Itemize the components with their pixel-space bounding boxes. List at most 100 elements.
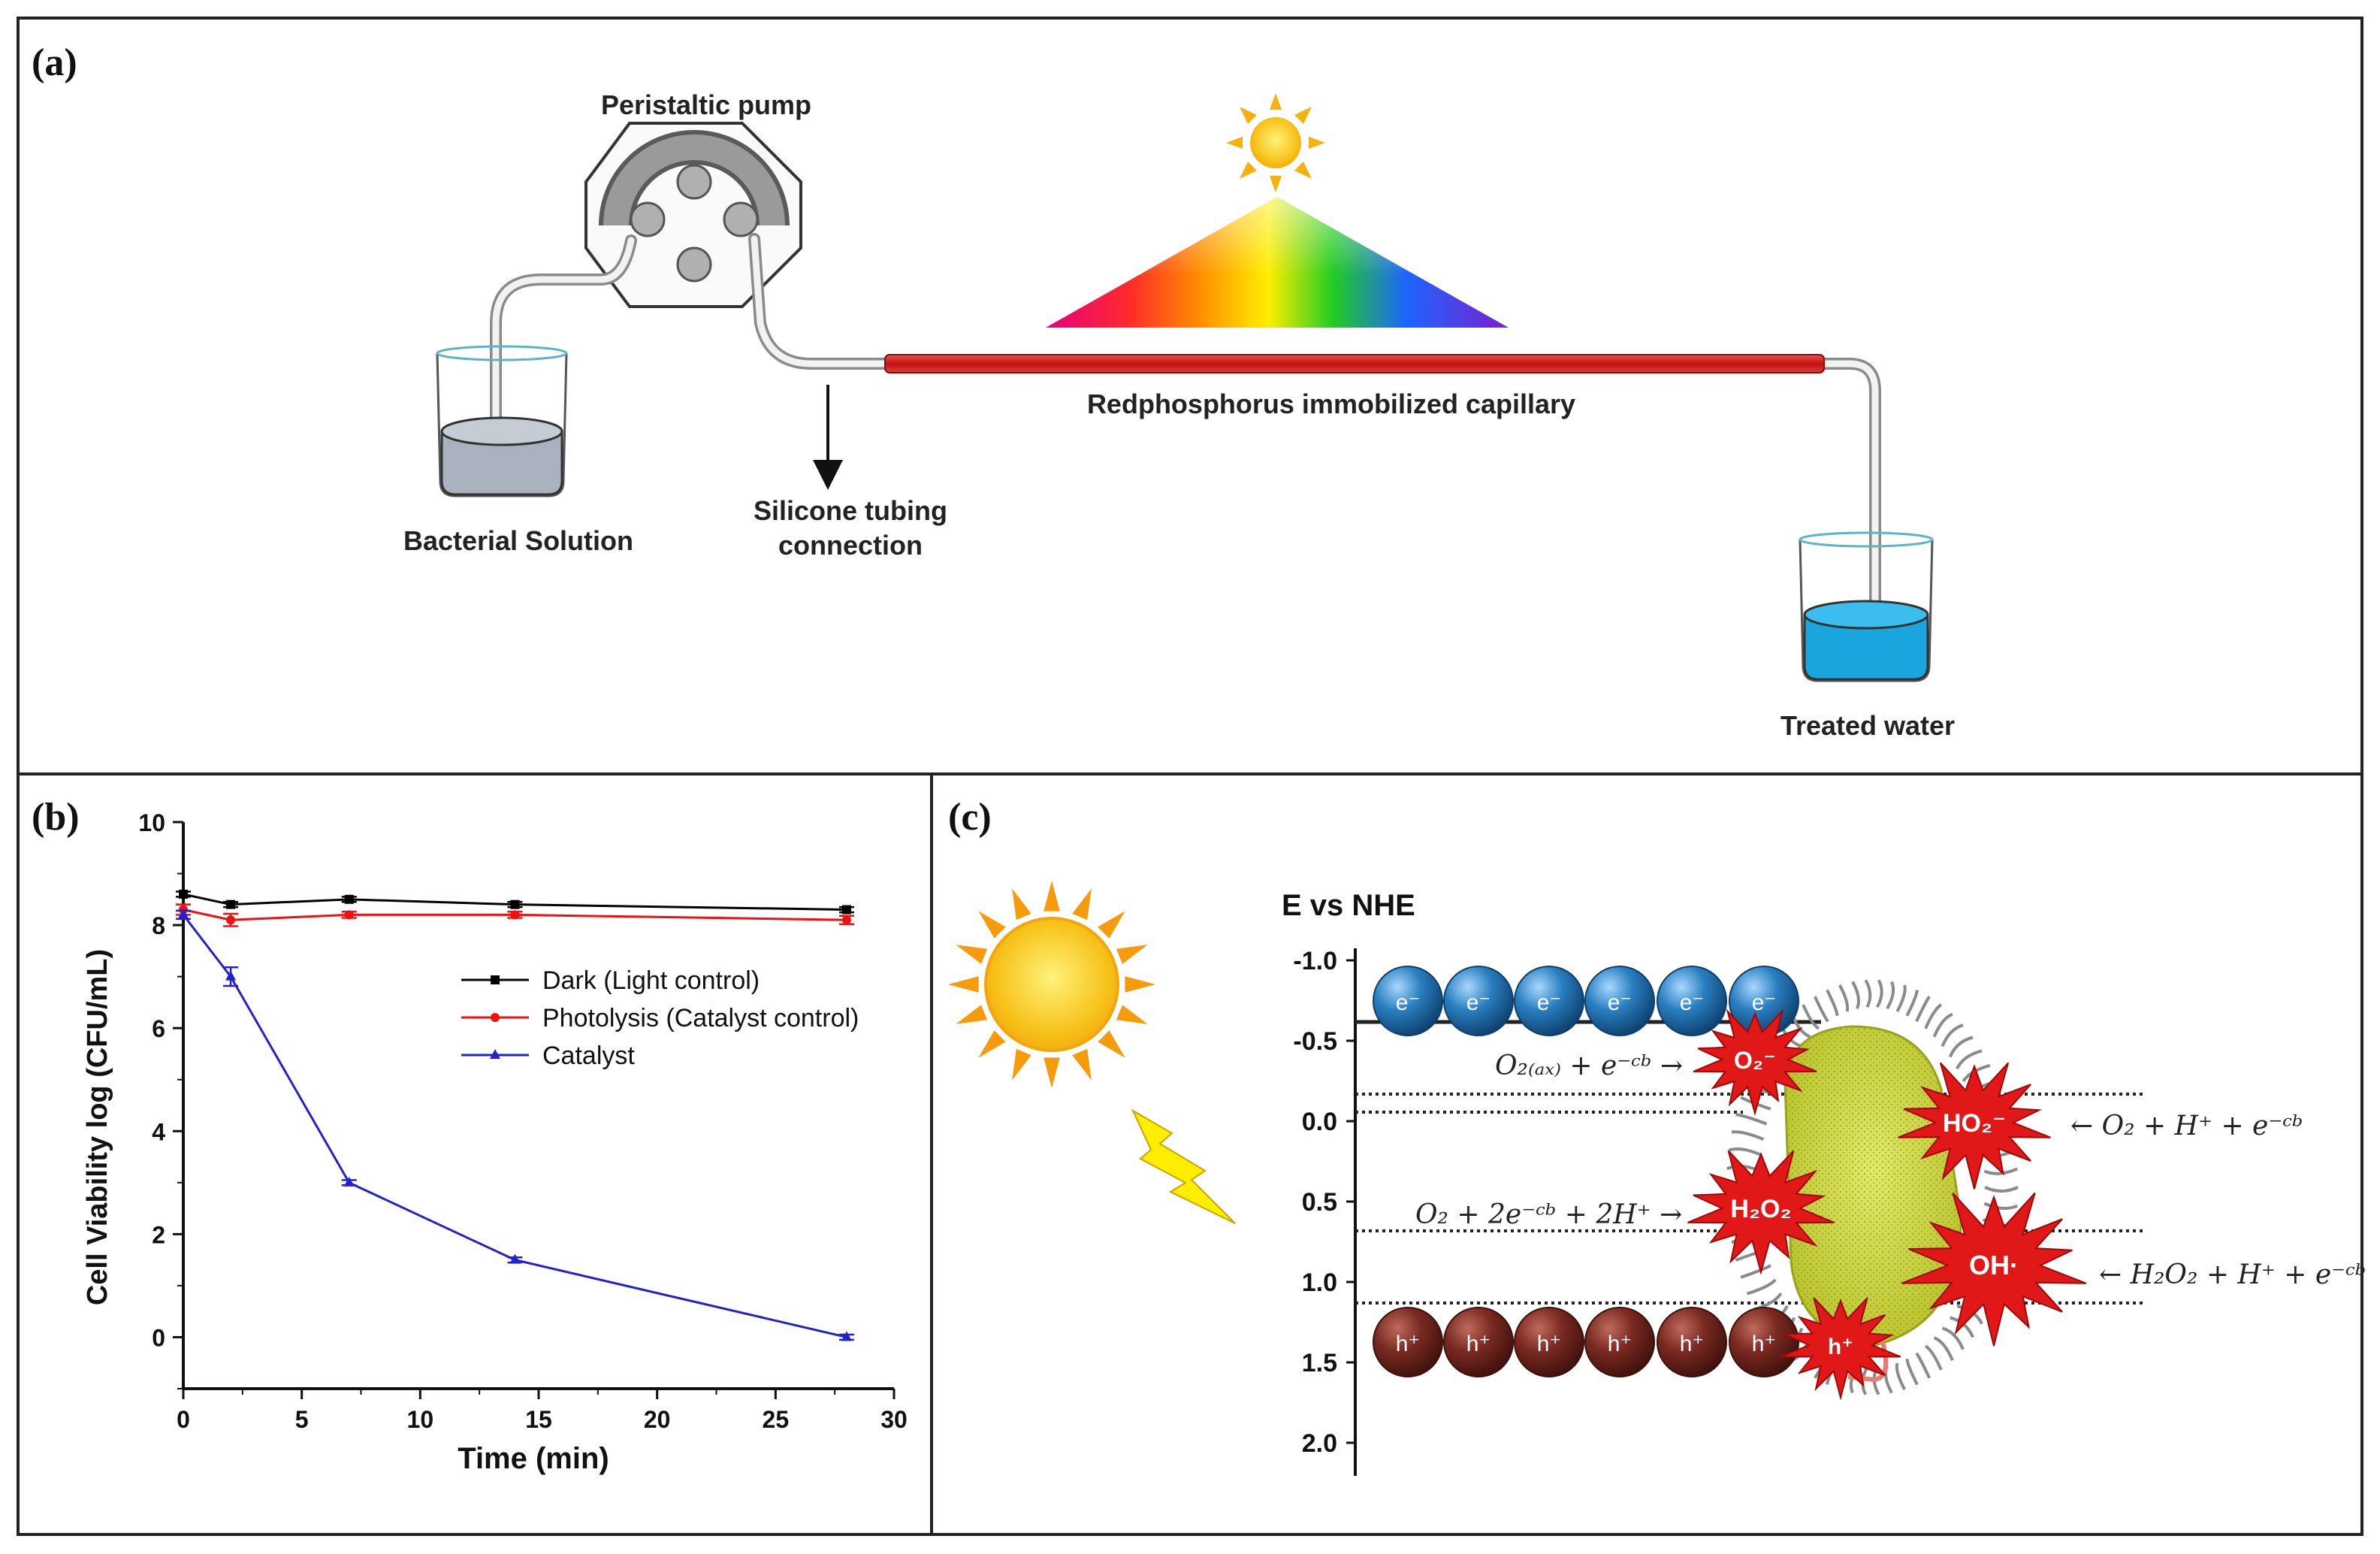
hole-label: h⁺ — [1537, 1332, 1562, 1356]
cilium — [1864, 979, 1872, 1008]
sun-ray — [1098, 911, 1125, 939]
star-shape — [1898, 1062, 2051, 1190]
electron-sphere — [1514, 966, 1584, 1036]
electron-bead: e⁻ — [1373, 966, 1443, 1036]
energy-tick-label: 0.5 — [1302, 1188, 1337, 1217]
cilium — [1924, 1344, 1943, 1371]
beaker-icon — [436, 345, 568, 497]
panel-a: (a) Peristaltic pump Redphosphorus immob… — [32, 41, 1955, 741]
energy-axis-title: E vs NHE — [1282, 889, 1415, 922]
panel-c: (c) E vs NHE -1.0-0.50.00.51.01.52.0 e⁻e… — [948, 796, 2366, 1476]
cilium — [1941, 1326, 1965, 1350]
hole-label: h⁺ — [1752, 1332, 1777, 1356]
beaker-icon-treated — [1799, 531, 1934, 682]
cilium — [1932, 1012, 1953, 1038]
hole-label: h⁺ — [1396, 1332, 1421, 1356]
y-tick-label: 2 — [152, 1221, 165, 1248]
star-shape — [1901, 1192, 2087, 1347]
cilium — [1731, 1130, 1765, 1141]
cilium — [1740, 1264, 1771, 1279]
cilium — [1983, 1202, 2018, 1211]
sun-ray — [1098, 1030, 1125, 1058]
legend-label: Catalyst — [542, 1042, 635, 1070]
electron-bead: e⁻ — [1584, 966, 1655, 1036]
cilium — [1838, 984, 1850, 1012]
data-point — [510, 899, 520, 909]
star-shape — [1693, 1008, 1817, 1117]
treated-water-label: Treated water — [1780, 710, 1955, 741]
cilium — [1948, 1035, 1974, 1058]
sun-ray — [948, 976, 979, 993]
hole-sphere — [1373, 1307, 1443, 1377]
series-3 — [176, 909, 854, 1341]
y-tick-label: 10 — [138, 809, 165, 836]
hole-label: h⁺ — [1466, 1332, 1491, 1356]
sun-ray — [956, 945, 988, 964]
capillary-label: Redphosphorus immobilized capillary — [1087, 388, 1575, 419]
energy-tick-label: -0.5 — [1293, 1027, 1337, 1056]
species-label: H₂O₂ — [1730, 1195, 1791, 1223]
x-axis-title: Time (min) — [458, 1442, 609, 1475]
cilium — [1753, 1292, 1783, 1311]
legend-label: Photolysis (Catalyst control) — [542, 1004, 859, 1032]
data-point — [344, 894, 354, 904]
sun-icon-large — [948, 881, 1155, 1088]
legend-swatch-marker — [491, 1013, 500, 1022]
species-label: HO₂⁻ — [1943, 1109, 2006, 1138]
x-tick-label: 0 — [177, 1406, 190, 1433]
electron-label: e⁻ — [1396, 990, 1421, 1015]
energy-tick-label: 2.0 — [1302, 1429, 1337, 1458]
series-2 — [176, 903, 854, 927]
star-shape — [1687, 1150, 1835, 1275]
x-tick-label: 5 — [295, 1406, 309, 1433]
hole-bead: h⁺ — [1657, 1307, 1727, 1377]
panel-b-frame — [17, 772, 933, 1536]
hole-bead: h⁺ — [1584, 1307, 1655, 1377]
hole-label: h⁺ — [1608, 1332, 1632, 1356]
cilium — [1895, 984, 1907, 1012]
legend-swatch-marker — [491, 975, 500, 984]
species-label: OH· — [1969, 1250, 2019, 1280]
hole-bead: h⁺ — [1514, 1307, 1584, 1377]
x-tick-label: 25 — [763, 1406, 790, 1433]
panel-c-frame — [930, 772, 2363, 1536]
hole-bead: h⁺ — [1443, 1307, 1514, 1377]
capillary-tube — [884, 354, 1825, 373]
cilium — [1984, 1186, 2019, 1193]
data-point — [179, 889, 188, 899]
data-point — [344, 910, 354, 920]
data-point — [226, 915, 236, 925]
equation-oh: ← H₂O₂ + H⁺ + e⁻ᶜᵇ — [2099, 1259, 2366, 1290]
cilium — [1875, 979, 1883, 1008]
hole-sphere — [1729, 1307, 1799, 1377]
legend-label: Dark (Light control) — [542, 966, 760, 995]
hole-sphere — [1584, 1307, 1655, 1377]
hydrogen-peroxide-star: H₂O₂ — [1687, 1150, 1835, 1275]
data-point — [178, 909, 189, 919]
sun-ray — [978, 911, 1006, 939]
cilium — [1728, 1147, 1762, 1156]
series-1 — [176, 889, 854, 915]
panel-b-letter: (b) — [32, 796, 80, 839]
pump-icon — [584, 122, 802, 308]
hydroperoxyl-star: HO₂⁻ — [1898, 1062, 2051, 1190]
electron-sphere — [1584, 966, 1655, 1036]
sun-ray — [1072, 1048, 1092, 1081]
cilium — [1905, 990, 1919, 1017]
sun-ray — [1012, 1048, 1031, 1081]
pump-label: Peristaltic pump — [601, 89, 811, 120]
panel-c-letter: (c) — [948, 796, 992, 839]
hole-sphere — [1443, 1307, 1514, 1377]
equation-o2-reduction: O₂₍ₐₓ₎ + e⁻ᶜᵇ → — [1495, 1051, 1683, 1081]
hole-sphere — [1514, 1307, 1584, 1377]
energy-tick-label: -1.0 — [1293, 947, 1337, 975]
sun-ray — [1116, 945, 1148, 964]
data-point — [509, 1253, 521, 1264]
x-tick-label: 10 — [407, 1406, 434, 1433]
cilium — [1851, 981, 1860, 1010]
cilium — [1895, 1362, 1906, 1391]
y-tick-label: 4 — [152, 1118, 165, 1145]
